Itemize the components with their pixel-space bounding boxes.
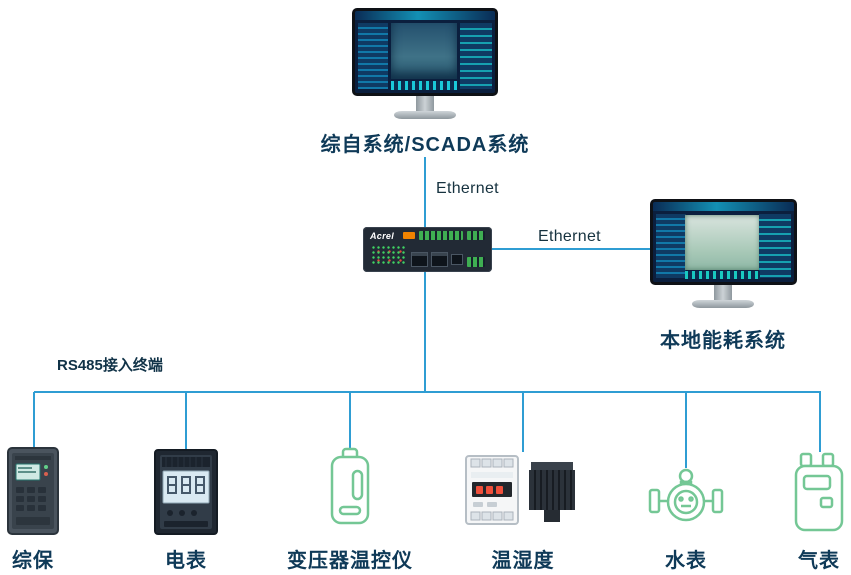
energy-monitor [650,199,797,308]
gas-meter-icon [793,452,845,539]
drop-line-water-meter [685,392,687,468]
device-label-relay: 综保 [12,550,54,572]
monitor-stand-neck [416,96,434,111]
gateway-logo-chip [403,232,415,239]
scada-screen [352,8,498,96]
protection-relay-icon [7,447,59,540]
device-label-temp-humidity: 温湿度 [491,550,555,572]
gateway-ethernet-port-2 [431,252,448,267]
drop-line-relay [33,392,35,447]
gateway-usb-port [451,254,463,265]
local-energy-system-label: 本地能耗系统 [660,330,786,352]
gateway-led-indicators [371,245,405,265]
rs485-terminal-label: RS485接入终端 [57,357,163,374]
gateway-terminal-strip-right [467,231,485,240]
rs485-bus-line [34,391,821,393]
transformer-temp-controller-icon [328,447,372,536]
device-label-meter: 电表 [165,550,207,572]
energy-screen-right-panel [759,214,791,278]
energy-meter-icon [154,449,218,540]
ethernet-vertical-label: Ethernet [436,180,499,197]
device-label-gas-meter: 气表 [798,550,840,572]
gateway-ethernet-port-1 [411,252,428,267]
energy-screen [650,199,797,285]
monitor-stand-base [692,300,754,308]
scada-monitor [352,8,498,119]
connector-gateway-energy [492,248,650,250]
scada-screen-right-panel [460,23,492,89]
energy-screen-left-panel [656,214,686,278]
temp-humidity-icon [465,452,581,535]
drop-line-meter [185,392,187,449]
connector-scada-gateway [424,157,426,228]
drop-line-temp-humidity [522,392,524,452]
drop-line-gas-meter [819,392,821,452]
water-meter-icon [648,466,724,531]
monitor-stand-neck [714,285,732,300]
energy-screen-floorplan [685,215,760,270]
gateway-brand-label: Acrel [370,231,395,241]
monitor-stand-base [394,111,456,119]
scada-system-label: 综自系统/SCADA系统 [320,134,530,156]
gateway-terminal-strip-top [419,231,463,240]
energy-screen-header [653,202,794,211]
scada-screen-left-panel [358,23,388,89]
acrel-gateway: Acrel [363,227,492,272]
scada-screen-bottom-charts [391,81,457,90]
connector-gateway-bus [424,272,426,392]
energy-screen-bottom-charts [685,271,760,279]
gateway-terminal-strip-bottom [467,257,485,267]
drop-line-temp-controller [349,392,351,448]
device-label-water-meter: 水表 [665,550,707,572]
scada-screen-plant-view [391,23,457,79]
scada-screen-header [355,11,495,20]
device-label-temp-controller: 变压器温控仪 [287,550,413,572]
ethernet-horizontal-label: Ethernet [538,228,601,245]
